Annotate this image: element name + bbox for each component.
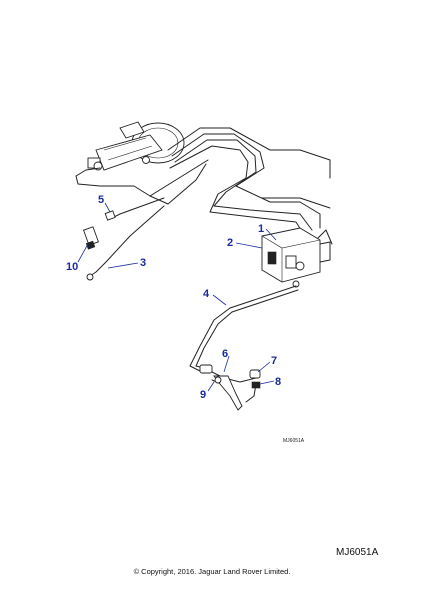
pressure-switch-10 xyxy=(82,226,100,250)
pipe-3 xyxy=(86,205,165,281)
abs-modulator xyxy=(261,227,333,288)
callout-6: 6 xyxy=(222,348,228,360)
pipe-4 xyxy=(189,285,299,373)
callout-8: 8 xyxy=(275,376,281,388)
callout-4: 4 xyxy=(203,288,210,300)
callout-5: 5 xyxy=(98,194,104,206)
diagram-reference: MJ6051A xyxy=(336,547,379,558)
callout-10: 10 xyxy=(66,261,78,273)
master-cylinder-assembly xyxy=(87,121,185,171)
rear-hose-assembly xyxy=(199,364,261,411)
copyright-notice: © Copyright, 2016. Jaguar Land Rover Lim… xyxy=(133,567,291,576)
leader-lines xyxy=(77,202,277,392)
callout-3: 3 xyxy=(140,257,146,269)
pipe-5 xyxy=(104,197,165,221)
diagram-ref-small: MJ6051A xyxy=(283,438,305,444)
brake-pipe-bundle xyxy=(75,127,331,239)
callout-2: 2 xyxy=(227,237,233,249)
callout-7: 7 xyxy=(271,355,277,367)
callout-1: 1 xyxy=(258,223,264,235)
callout-9: 9 xyxy=(200,389,206,401)
